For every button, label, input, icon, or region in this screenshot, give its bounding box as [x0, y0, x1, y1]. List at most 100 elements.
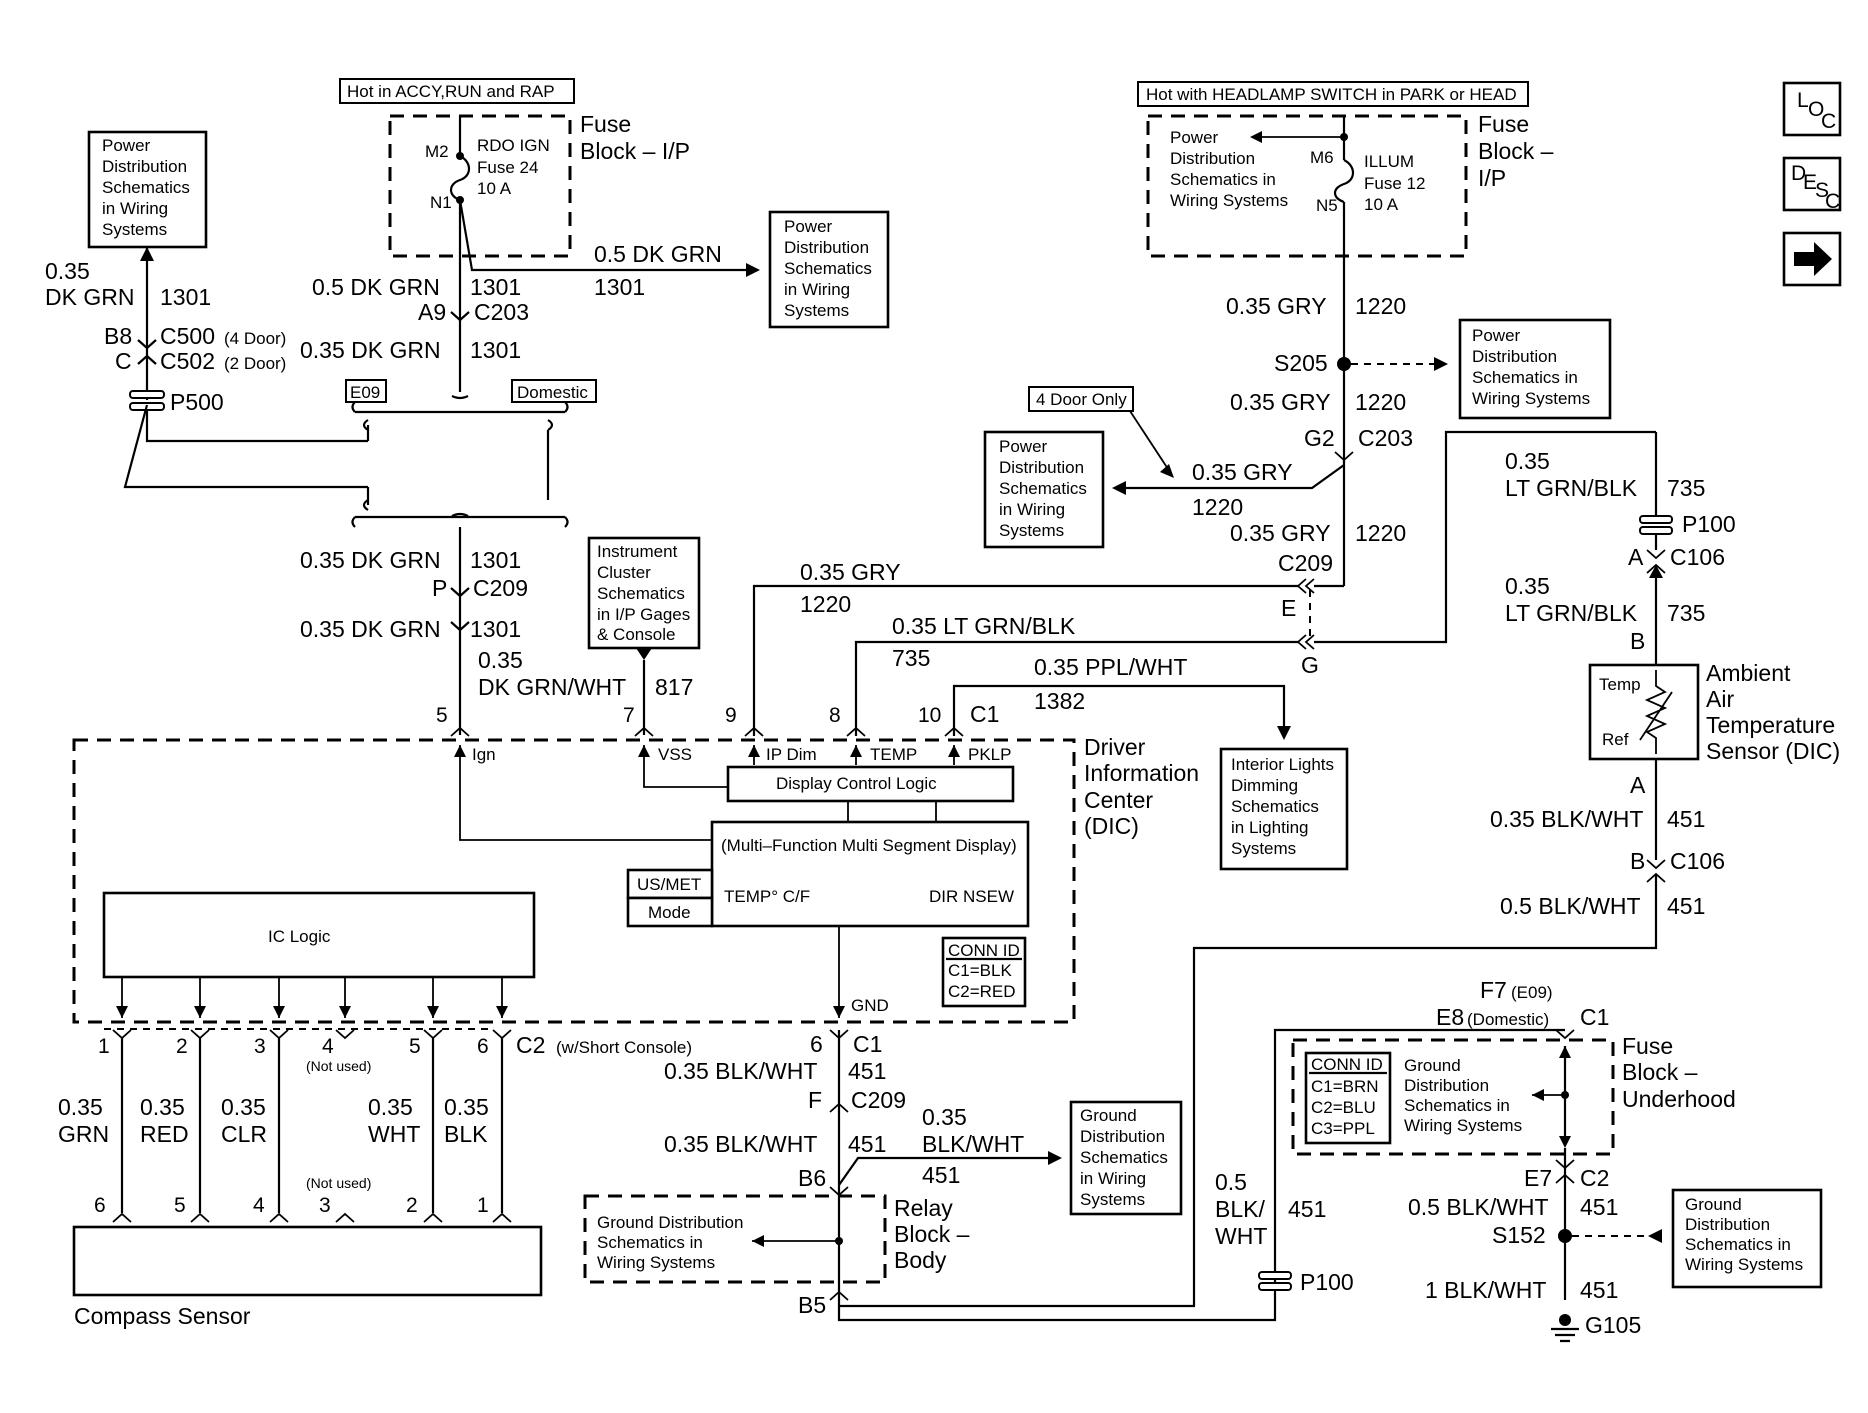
svg-text:735: 735: [892, 645, 930, 671]
next-page-button[interactable]: [1782, 231, 1842, 287]
ambient-sensor-name: Ambient: [1706, 660, 1791, 686]
fuse-block-underhood: [1291, 1038, 1615, 1156]
ground-ref-underhood: Ground: [1404, 1056, 1461, 1075]
svg-text:G105: G105: [1585, 1312, 1641, 1338]
relay-block-name: Relay: [894, 1195, 953, 1221]
svg-text:C2=RED: C2=RED: [948, 982, 1016, 1001]
svg-text:Distribution: Distribution: [1685, 1215, 1770, 1234]
four-door-only-tag: [1028, 386, 1134, 412]
svg-text:0.5: 0.5: [1215, 1169, 1247, 1195]
svg-text:C106: C106: [1670, 848, 1725, 874]
svg-text:E: E: [1803, 171, 1817, 194]
svg-text:1382: 1382: [1034, 688, 1085, 714]
fuse-block-ip-right-name: Fuse: [1478, 111, 1529, 137]
svg-text:C106: C106: [1670, 544, 1725, 570]
ground-ref-relay: Ground Distribution: [597, 1213, 743, 1232]
power-distribution-ref-left: [87, 130, 208, 249]
svg-text:4: 4: [322, 1035, 334, 1058]
svg-text:1: 1: [98, 1035, 110, 1058]
svg-text:Cluster: Cluster: [597, 563, 651, 582]
desc-nav-button[interactable]: D E S C: [1782, 156, 1842, 213]
svg-text:0.35 GRY: 0.35 GRY: [1226, 293, 1327, 319]
svg-text:in Wiring: in Wiring: [1080, 1169, 1146, 1188]
svg-text:C2: C2: [516, 1032, 545, 1058]
svg-text:E8: E8: [1436, 1004, 1464, 1030]
conn-id-dic: [941, 936, 1027, 1008]
loc-nav-button[interactable]: L O C: [1782, 81, 1842, 137]
svg-text:Distribution: Distribution: [1472, 347, 1557, 366]
svg-text:Ground: Ground: [1685, 1195, 1742, 1214]
fuse-12-label: ILLUM: [1364, 152, 1414, 171]
svg-text:0.35: 0.35: [45, 258, 90, 284]
svg-text:Block –: Block –: [1478, 138, 1554, 164]
svg-text:WHT: WHT: [368, 1121, 420, 1147]
svg-text:L: L: [1797, 89, 1809, 112]
svg-text:C502: C502: [160, 348, 215, 374]
svg-text:0.35 GRY: 0.35 GRY: [800, 559, 901, 585]
svg-text:Schematics in: Schematics in: [597, 1233, 703, 1252]
svg-text:Temp: Temp: [1599, 675, 1641, 694]
svg-text:5: 5: [436, 704, 448, 727]
svg-text:Domestic: Domestic: [517, 383, 588, 402]
svg-text:Schematics in: Schematics in: [1170, 170, 1276, 189]
svg-text:C203: C203: [1358, 425, 1413, 451]
svg-text:Fuse 12: Fuse 12: [1364, 174, 1425, 193]
svg-text:US/MET: US/MET: [637, 875, 701, 894]
svg-text:A9: A9: [418, 299, 446, 325]
dic-module: [72, 738, 1076, 1024]
svg-text:N1: N1: [430, 193, 452, 212]
svg-text:Interior Lights: Interior Lights: [1231, 755, 1334, 774]
svg-text:G: G: [1301, 652, 1319, 678]
svg-text:F7: F7: [1480, 977, 1507, 1003]
svg-text:Distribution: Distribution: [1170, 149, 1255, 168]
svg-text:10: 10: [918, 704, 941, 727]
power-distribution-ref-s205: [1458, 318, 1612, 420]
svg-text:RED: RED: [140, 1121, 189, 1147]
svg-text:C: C: [1821, 110, 1836, 133]
svg-text:1 BLK/WHT: 1 BLK/WHT: [1425, 1277, 1546, 1303]
hot-label-left: [339, 78, 575, 104]
svg-text:in Lighting: in Lighting: [1231, 818, 1309, 837]
svg-text:B: B: [1630, 628, 1645, 654]
svg-text:451: 451: [1667, 806, 1705, 832]
hot-label-right: [1137, 81, 1529, 107]
fuse-24-label: RDO IGN: [477, 136, 550, 155]
svg-text:Block –: Block –: [894, 1221, 970, 1247]
svg-text:& Console: & Console: [597, 625, 675, 644]
ic-logic-box: [102, 891, 536, 979]
svg-text:M2: M2: [425, 142, 449, 161]
svg-text:Distribution: Distribution: [999, 458, 1084, 477]
compass-sensor-label: Compass Sensor: [74, 1303, 251, 1329]
svg-text:451: 451: [1288, 1196, 1326, 1222]
dic-name: Driver: [1084, 734, 1146, 760]
svg-text:4: 4: [253, 1194, 265, 1217]
svg-text:1220: 1220: [1192, 494, 1243, 520]
svg-text:1301: 1301: [470, 547, 521, 573]
svg-text:Schematics in: Schematics in: [1404, 1096, 1510, 1115]
svg-text:1301: 1301: [160, 284, 211, 310]
svg-text:Dimming: Dimming: [1231, 776, 1298, 795]
svg-text:Systems: Systems: [999, 521, 1064, 540]
hot-label-right-text: Hot with HEADLAMP SWITCH in PARK or HEAD: [1146, 85, 1517, 104]
svg-text:S: S: [1815, 179, 1829, 202]
svg-text:10 A: 10 A: [1364, 195, 1399, 214]
ambient-air-temp-sensor: [1588, 663, 1700, 761]
ground-distribution-ref-right: [1671, 1188, 1823, 1289]
svg-text:0.35: 0.35: [478, 647, 523, 673]
fuse-block-underhood-name: Fuse: [1622, 1033, 1673, 1059]
p100-splice-bottom-icon: [1258, 1271, 1292, 1291]
svg-text:9: 9: [725, 704, 737, 727]
ground-distribution-ref-mid: [1069, 1100, 1183, 1216]
svg-text:Schematics in: Schematics in: [1685, 1235, 1791, 1254]
svg-text:Schematics: Schematics: [1080, 1148, 1168, 1167]
svg-text:0.35: 0.35: [444, 1094, 489, 1120]
svg-text:O: O: [1808, 98, 1824, 121]
svg-text:C209: C209: [1278, 550, 1333, 576]
svg-text:C3=PPL: C3=PPL: [1311, 1119, 1375, 1138]
svg-text:3: 3: [319, 1194, 331, 1217]
svg-text:(Multi–Function Multi Segment: (Multi–Function Multi Segment Display): [721, 836, 1017, 855]
svg-text:0.35: 0.35: [1505, 448, 1550, 474]
svg-text:Schematics: Schematics: [999, 479, 1087, 498]
svg-text:C203: C203: [474, 299, 529, 325]
svg-text:IP Dim: IP Dim: [766, 745, 817, 764]
